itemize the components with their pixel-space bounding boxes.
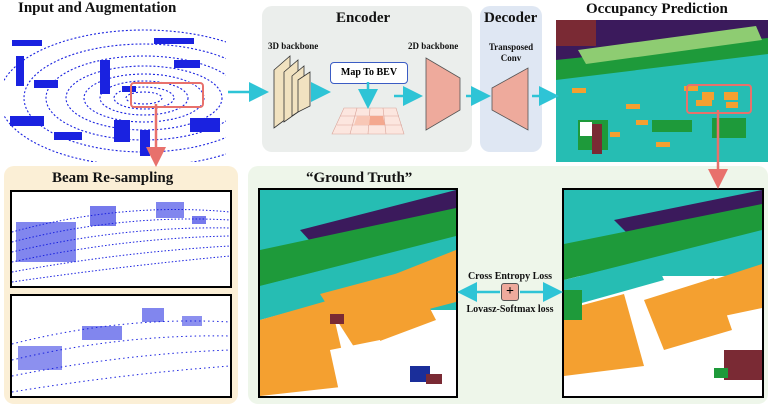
transposed-conv-line2: Conv	[500, 53, 522, 63]
input-lidar-scan	[4, 20, 226, 162]
lidar-rings	[4, 29, 226, 162]
bev-grid	[331, 107, 405, 135]
input-focus-box	[130, 82, 204, 108]
occupancy-prediction-title: Occupancy Prediction	[586, 1, 728, 17]
plus-icon: +	[501, 283, 519, 301]
cross-entropy-loss-label: Cross Entropy Loss	[467, 271, 553, 282]
ground-truth-title: “Ground Truth”	[306, 170, 413, 186]
backbone-2d-label: 2D backbone	[408, 41, 459, 51]
map-to-bev-box: Map To BEV	[330, 62, 408, 84]
occupancy-prediction-image	[556, 20, 768, 162]
beam-resampling-image-top	[10, 190, 232, 288]
backbone-3d-blocks	[273, 55, 311, 129]
ground-truth-image	[258, 188, 458, 398]
lovasz-softmax-loss-label: Lovasz-Softmax loss	[466, 304, 554, 315]
prediction-zoom-image	[562, 188, 764, 398]
transposed-conv-shape	[491, 67, 529, 131]
backbone-3d-label: 3D backbone	[268, 41, 319, 51]
transposed-conv-line1: Transposed	[488, 42, 534, 52]
backbone-2d-shape	[425, 57, 461, 131]
beam-resampling-title: Beam Re-sampling	[52, 170, 174, 186]
input-augmentation-title: Input and Augmentation	[18, 0, 177, 16]
beam-resampling-image-bottom	[10, 294, 232, 398]
decoder-title: Decoder	[484, 10, 538, 26]
encoder-title: Encoder	[336, 10, 391, 26]
prediction-focus-box	[686, 84, 752, 114]
